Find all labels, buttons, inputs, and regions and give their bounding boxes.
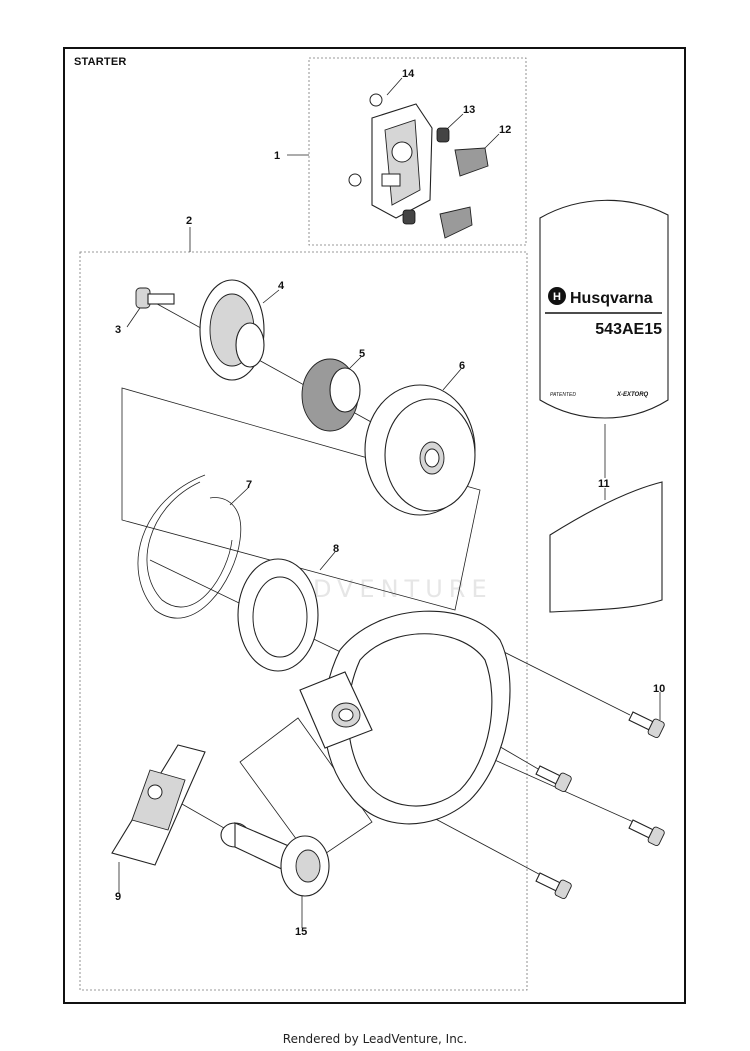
part-starter-cover <box>299 610 511 825</box>
callout-11: 11 <box>598 478 610 490</box>
decal-model: 543AE15 <box>595 321 662 338</box>
callout-5: 5 <box>359 348 365 360</box>
plane-outline-lower <box>239 717 373 863</box>
callout-9: 9 <box>115 891 121 903</box>
part-pawl-spring <box>402 127 450 225</box>
part-pawl-housing <box>348 93 433 219</box>
part-pulley <box>364 384 476 516</box>
callout-1: 1 <box>274 150 280 162</box>
diagram-title: STARTER <box>74 56 127 68</box>
decal-small-right: X-EXTORQ <box>616 392 649 398</box>
plane-outline-upper <box>121 387 481 611</box>
part-decal-backing <box>549 481 663 613</box>
callout-6: 6 <box>459 360 465 372</box>
diagram-frame <box>63 47 686 1004</box>
part-coil-spring <box>301 358 361 432</box>
callout-13: 13 <box>463 104 475 116</box>
callout-12: 12 <box>499 124 511 136</box>
callout-8: 8 <box>333 543 339 555</box>
subassembly-box-2 <box>79 251 528 991</box>
part-starter-handle <box>111 744 206 866</box>
part-rope-guide <box>220 822 330 897</box>
callout-7: 7 <box>246 479 252 491</box>
subassembly-box-1 <box>308 57 527 246</box>
part-flange-bushing <box>199 279 265 381</box>
callout-numbers: 1 2 3 4 5 6 7 8 9 10 11 12 13 14 15 <box>115 68 665 938</box>
part-washer <box>237 558 319 672</box>
callout-2: 2 <box>186 215 192 227</box>
decal-brand: Husqvarna <box>570 290 653 307</box>
part-pawl <box>439 147 489 239</box>
part-starter-rope <box>137 474 242 619</box>
footer-credit: Rendered by LeadVenture, Inc. <box>282 1032 468 1046</box>
decal-label: H Husqvarna 543AE15 PATENTED X-EXTORQ <box>539 199 669 419</box>
part-cover-screws <box>535 711 665 900</box>
callout-3: 3 <box>115 324 121 336</box>
decal-small-left: PATENTED <box>550 392 576 398</box>
callout-15: 15 <box>295 926 307 938</box>
callout-10: 10 <box>653 683 665 695</box>
svg-text:H: H <box>553 291 561 303</box>
part-screw <box>135 287 175 309</box>
callout-4: 4 <box>278 280 285 292</box>
callout-14: 14 <box>402 68 415 80</box>
